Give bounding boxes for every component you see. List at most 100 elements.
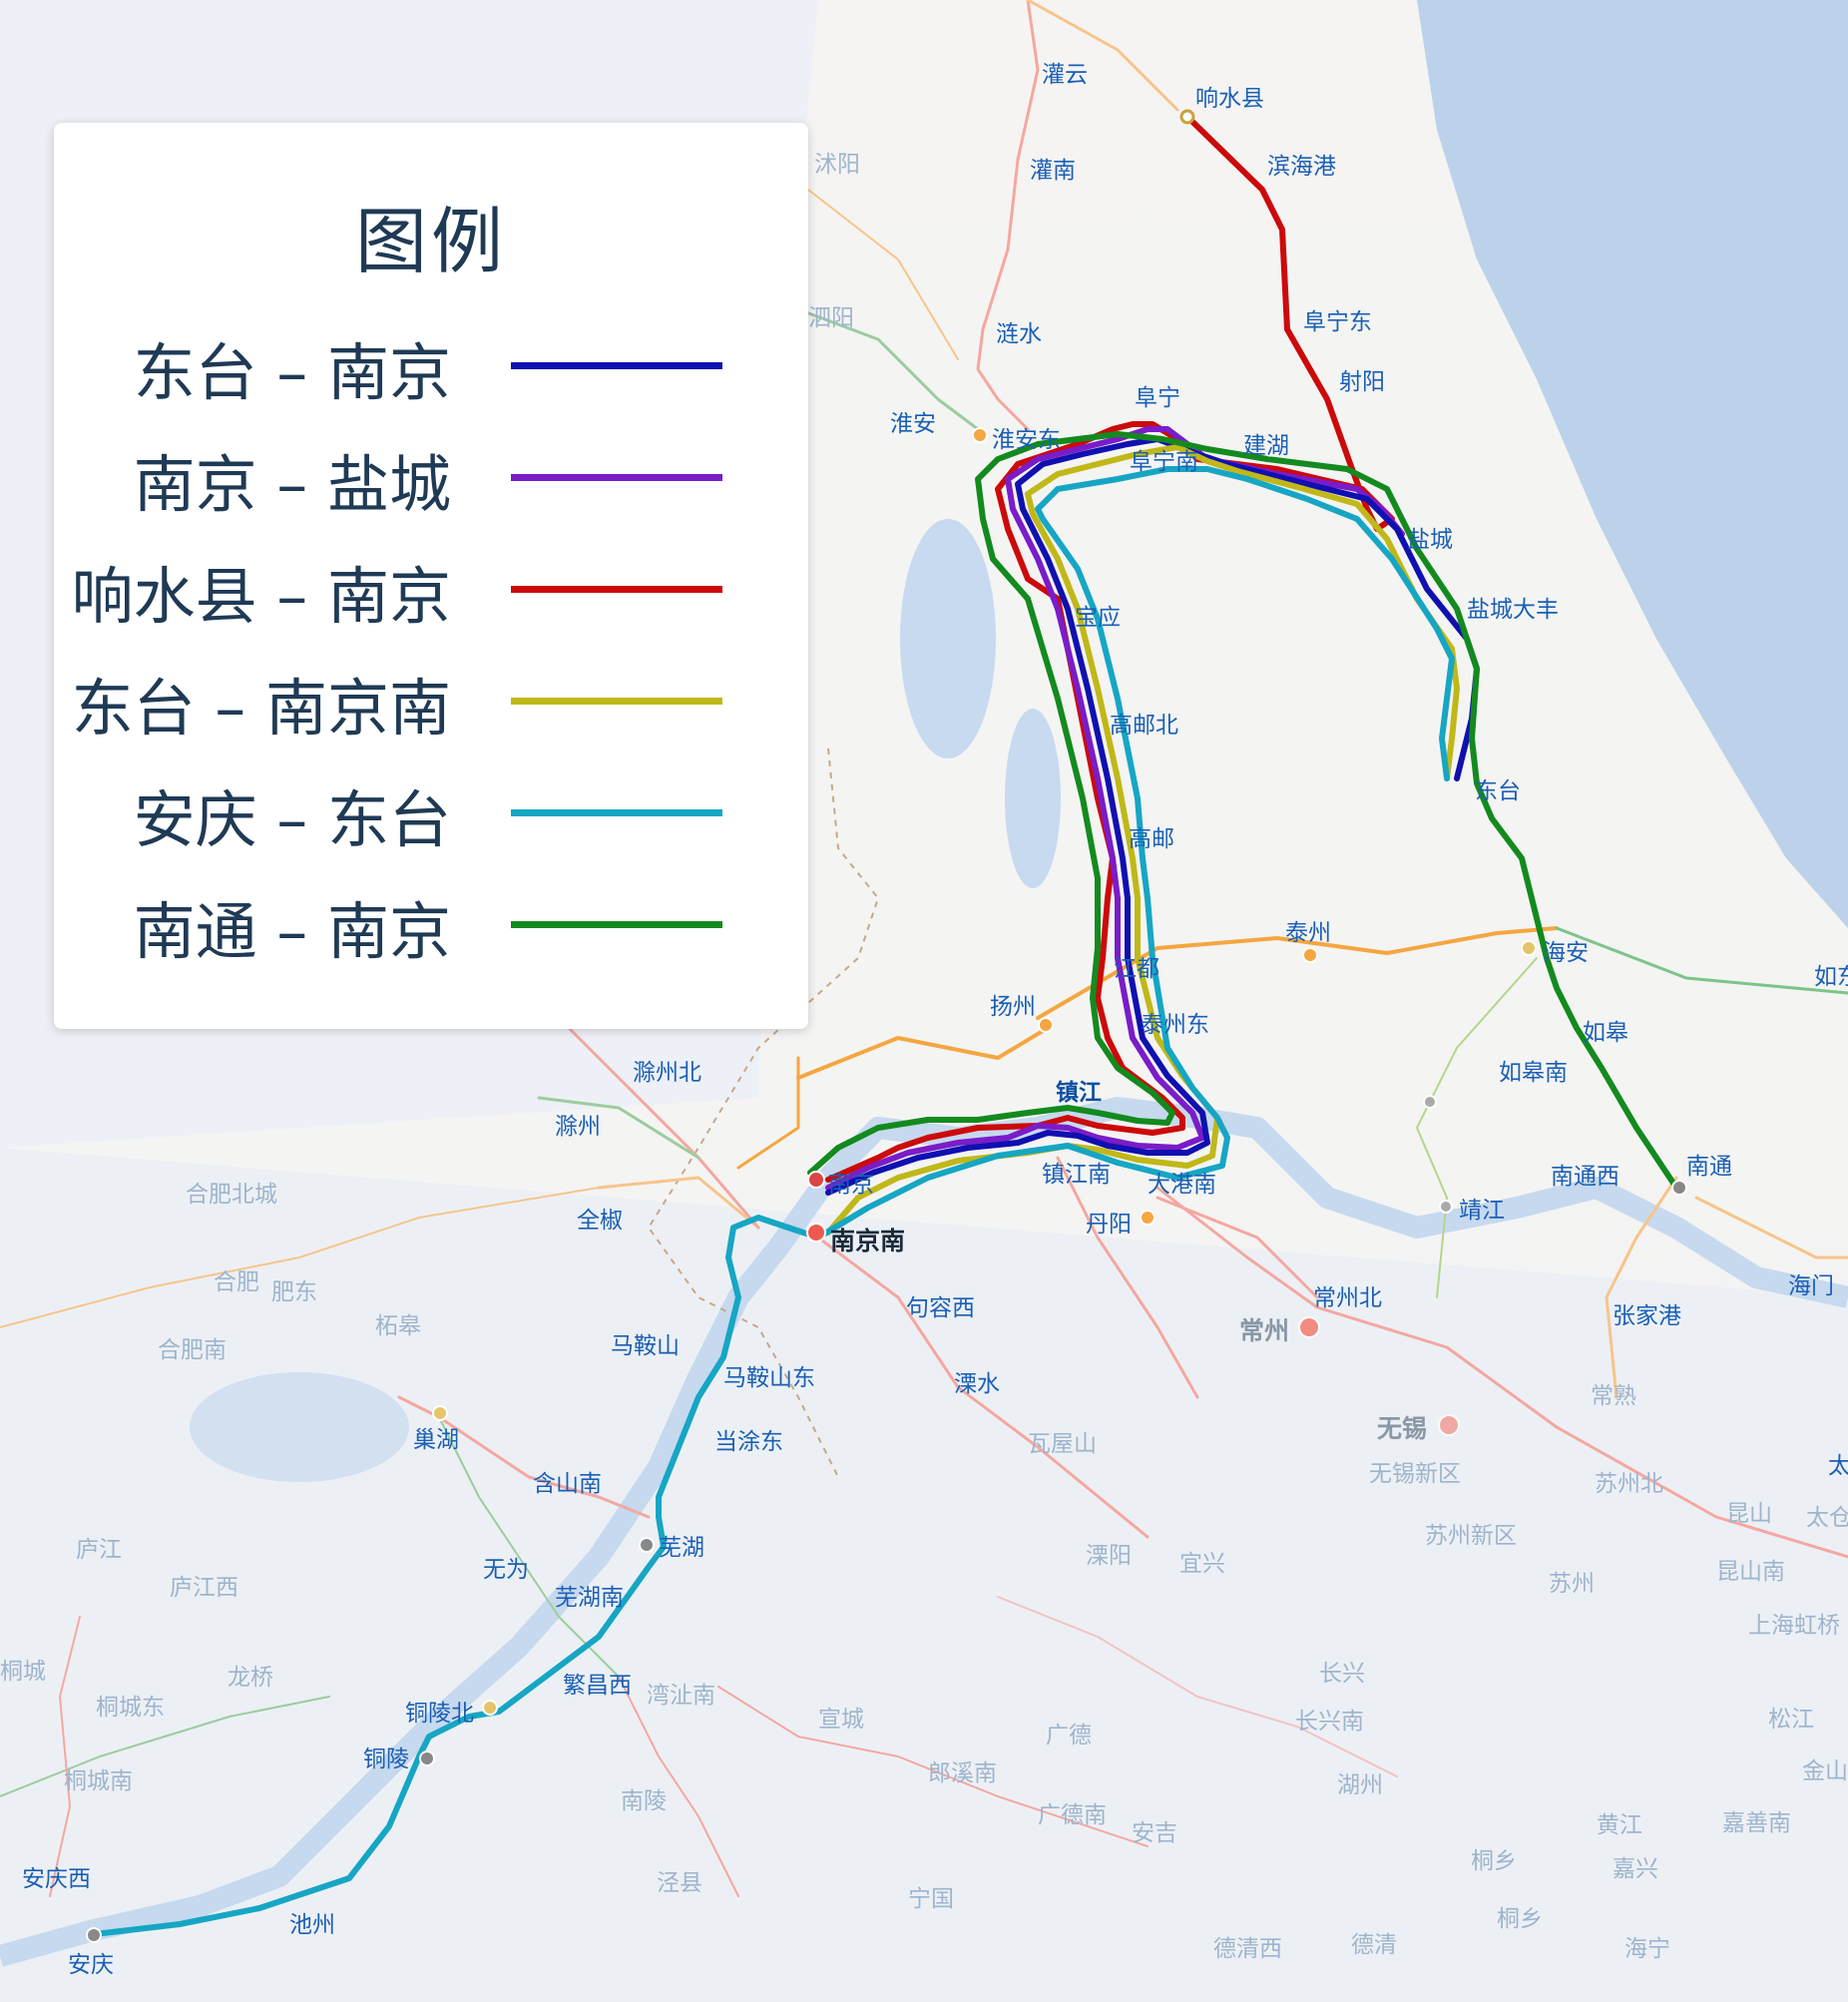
background-rail-network xyxy=(0,0,1848,1897)
label-anqingxi: 安庆西 xyxy=(22,1866,91,1892)
label-huangjiang: 黄江 xyxy=(1597,1812,1642,1838)
station-dot-wuxi xyxy=(1438,1414,1460,1436)
label-tongcheng: 桐城 xyxy=(0,1659,46,1685)
label-taizhoudong: 泰州东 xyxy=(1141,1012,1209,1038)
label-nanjingnan: 南京南 xyxy=(830,1227,905,1255)
lake-gaoyou xyxy=(1005,709,1061,888)
label-funingdong: 阜宁东 xyxy=(1303,309,1372,335)
bg-rail-b xyxy=(1026,0,1179,112)
label-wanzhinan: 湾沚南 xyxy=(647,1683,715,1709)
label-sheyang: 射阳 xyxy=(1339,369,1385,395)
label-huaian: 淮安 xyxy=(890,411,936,437)
label-dangtudong: 当涂东 xyxy=(714,1429,783,1455)
label-changshu: 常熟 xyxy=(1591,1383,1636,1409)
label-zhegao: 柘皋 xyxy=(375,1313,421,1339)
station-dot-chaohu xyxy=(432,1405,448,1421)
land-fade-south xyxy=(0,1148,1848,2002)
label-jiaxing: 嘉兴 xyxy=(1613,1856,1658,1882)
label-songjiang: 松江 xyxy=(1768,1707,1814,1733)
label-gaoyoubei: 高邮北 xyxy=(1110,713,1178,739)
label-liyangcity: 溧阳 xyxy=(1086,1543,1132,1569)
sea-area xyxy=(1417,0,1848,928)
label-wuhunan: 芜湖南 xyxy=(555,1585,624,1611)
legend-label: 安庆 – 东台 xyxy=(133,783,451,856)
label-xiangshuixian: 响水县 xyxy=(1195,86,1264,112)
label-wuxi: 无锡 xyxy=(1377,1414,1427,1443)
bg-rail-d xyxy=(807,189,959,360)
label-kunshannan: 昆山南 xyxy=(1716,1559,1785,1585)
station-labels: 灌云 响水县 滨海港 灌南 涟水 阜宁东 射阳 淮安 淮安东 阜宁 建湖 阜宁南… xyxy=(0,62,1848,1978)
legend-label: 南京 – 盐城 xyxy=(133,448,451,521)
bg-rail-v xyxy=(49,1616,81,1897)
label-taicang: 太仓 xyxy=(1806,1505,1848,1531)
label-suzhouxinqu: 苏州新区 xyxy=(1425,1523,1517,1549)
label-yixing: 宜兴 xyxy=(1179,1551,1225,1577)
bg-rail-g xyxy=(736,1056,800,1170)
legend-label: 响水县 – 南京 xyxy=(71,560,451,633)
label-tongchengnan: 桐城南 xyxy=(64,1768,133,1794)
bg-rail-u xyxy=(0,1696,330,1797)
station-dot-tonglingbei xyxy=(482,1700,498,1716)
station-dot-changzhou xyxy=(1298,1316,1320,1338)
station-dot-jingjiang xyxy=(1439,1200,1453,1214)
label-haian: 海安 xyxy=(1543,940,1589,966)
station-dot-yangzhou xyxy=(1038,1017,1054,1033)
label-lujiang: 庐江 xyxy=(76,1537,122,1563)
label-deqingxi: 德清西 xyxy=(1213,1936,1282,1962)
label-chaohu: 巢湖 xyxy=(413,1427,459,1453)
legend-swatch xyxy=(511,809,722,816)
label-dongtai: 东台 xyxy=(1475,778,1521,804)
label-suzhou: 苏州 xyxy=(1549,1571,1595,1597)
map-legend: 图例 东台 – 南京 南京 – 盐城 响水县 – 南京 东台 – 南京南 安庆 … xyxy=(54,123,808,1029)
label-lujiangxi: 庐江西 xyxy=(170,1575,238,1601)
label-kunshan: 昆山 xyxy=(1726,1501,1772,1527)
bg-rail-w xyxy=(557,1016,760,1230)
label-zhenjiang: 镇江 xyxy=(1056,1079,1102,1106)
label-wuhu: 芜湖 xyxy=(659,1535,704,1561)
label-changzhou: 常州 xyxy=(1239,1316,1289,1345)
label-tongchengdong: 桐城东 xyxy=(96,1695,165,1721)
legend-swatch xyxy=(511,586,722,593)
label-ningguo: 宁国 xyxy=(908,1886,954,1912)
label-deqing: 德清 xyxy=(1351,1932,1397,1958)
label-funing: 阜宁 xyxy=(1135,385,1180,411)
legend-label: 东台 – 南京 xyxy=(133,336,451,409)
label-tonglingbei: 铜陵北 xyxy=(405,1701,474,1727)
bg-rail-s xyxy=(717,1686,1149,1847)
route-dongtai-nanjingnan xyxy=(825,444,1460,1236)
label-zhenjiangnan: 镇江南 xyxy=(1042,1162,1111,1188)
label-huaiandong: 淮安东 xyxy=(992,427,1061,453)
station-dot-danyang xyxy=(1140,1210,1155,1226)
label-wuxixinqu: 无锡新区 xyxy=(1369,1461,1461,1487)
legend-item-dongtai-nanjingnan: 东台 – 南京南 xyxy=(54,648,808,748)
label-wawushan: 瓦屋山 xyxy=(1028,1431,1097,1457)
route-anqing-dongtai xyxy=(92,466,1455,1937)
label-feidong: 肥东 xyxy=(271,1279,317,1305)
label-changzhoubei: 常州北 xyxy=(1313,1285,1382,1311)
label-guannan: 灌南 xyxy=(1030,158,1076,184)
label-changxing: 长兴 xyxy=(1319,1661,1365,1687)
label-tai: 太 xyxy=(1828,1453,1848,1479)
label-nanjing: 南京 xyxy=(828,1172,874,1198)
label-lianshui: 涟水 xyxy=(996,321,1042,347)
label-suzhoubei: 苏州北 xyxy=(1595,1471,1663,1497)
label-funingnan: 阜宁南 xyxy=(1130,449,1198,475)
legend-item-dongtai-nanjing: 东台 – 南京 xyxy=(54,312,808,412)
bg-rail-p xyxy=(397,1395,651,1519)
label-xuancheng: 宣城 xyxy=(818,1707,864,1733)
label-siyang: 泗阳 xyxy=(808,305,854,331)
bg-rail-h xyxy=(1555,926,1848,995)
label-yancheng: 盐城 xyxy=(1407,527,1453,553)
label-wuwei: 无为 xyxy=(483,1557,529,1583)
bg-rail-j xyxy=(1605,1176,1678,1399)
label-huzhou: 湖州 xyxy=(1337,1772,1383,1798)
label-zhangjiagang: 张家港 xyxy=(1613,1303,1681,1329)
label-tongling: 铜陵 xyxy=(363,1747,409,1772)
label-haining: 海宁 xyxy=(1624,1936,1670,1962)
bg-rail-q xyxy=(438,1416,620,1678)
label-taizhou: 泰州 xyxy=(1285,920,1331,946)
bg-rail-l xyxy=(1155,1186,1848,1559)
station-dot-huaiandong xyxy=(972,427,988,443)
label-rugaonan: 如皋南 xyxy=(1499,1060,1568,1086)
label-jiashannan: 嘉善南 xyxy=(1722,1810,1791,1836)
